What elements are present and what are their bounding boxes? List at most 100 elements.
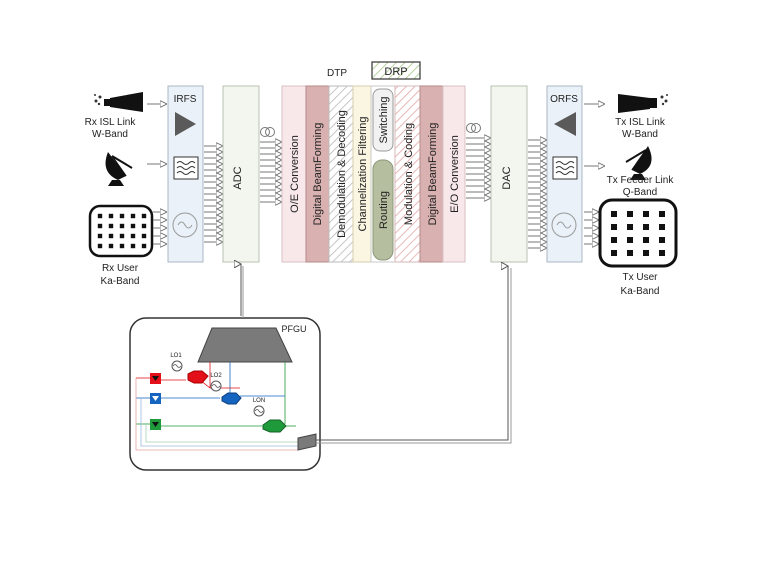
array-element-icon (141, 213, 147, 219)
array-element-icon (97, 223, 103, 229)
lon-label: LON (253, 398, 265, 404)
irfs-filter-icon (173, 156, 199, 180)
pfgu-combiner-icon (197, 327, 293, 363)
array-element-icon (119, 233, 125, 239)
drp-box (371, 61, 421, 80)
tx-output-arrows (584, 104, 604, 244)
eo-conversion-label: E/O Conversion (449, 135, 461, 213)
modulation-coding-label: Modulation & Coding (403, 123, 415, 225)
rx-input-arrows (147, 104, 166, 244)
digital-beamforming-tx-label: Digital BeamForming (427, 123, 439, 226)
array-element-icon (659, 211, 665, 217)
array-element-icon (627, 250, 633, 256)
tx-user-band-label: Ka-Band (621, 286, 660, 297)
adc-label: ADC (232, 166, 244, 189)
irfs-oscillator-icon (172, 212, 198, 238)
rx-user-band-label: Ka-Band (101, 276, 140, 287)
dac-block (490, 85, 528, 263)
lo2-label: LO2 (210, 373, 222, 379)
array-element-icon (611, 250, 617, 256)
demodulation-decoding-block (328, 85, 354, 263)
demodulation-decoding-label: Demodulation & Decoding (336, 110, 348, 238)
array-element-icon (659, 250, 665, 256)
tx-isl-link-label: Tx ISL Link (615, 117, 666, 128)
tx-user-label: Tx User (623, 272, 659, 283)
oe-conversion-label: O/E Conversion (289, 135, 301, 213)
lo1-mixer-icon (187, 370, 209, 384)
orfs-filter-icon (552, 156, 578, 180)
routing-block (372, 159, 394, 261)
rx-isl-terminal-icon (94, 92, 143, 112)
array-element-icon (659, 224, 665, 230)
array-element-icon (141, 243, 147, 249)
rx-user-label: Rx User (102, 263, 139, 274)
channelization-filtering-label: Channelization Filtering (357, 117, 369, 232)
array-element-icon (97, 243, 103, 249)
array-element-icon (119, 213, 125, 219)
dac-to-orfs-arrows (528, 140, 546, 248)
array-element-icon (108, 223, 114, 229)
array-element-icon (130, 243, 136, 249)
pfgu-output-port-icon (297, 433, 317, 451)
orfs-oscillator-icon (551, 212, 577, 238)
pfgu-to-dac-clock-line-outline (316, 268, 512, 444)
rx-isl-link-label: Rx ISL Link (85, 117, 137, 128)
array-element-icon (611, 224, 617, 230)
array-element-icon (627, 211, 633, 217)
rx-isl-band-label: W-Band (92, 129, 128, 140)
array-element-icon (643, 250, 649, 256)
orfs-amplifier-icon (554, 112, 576, 136)
digital-beamforming-rx-label: Digital BeamForming (312, 123, 324, 226)
array-element-icon (97, 213, 103, 219)
lo2-mixer-icon (221, 392, 242, 405)
rx-user-array-icon (88, 204, 154, 258)
optical-coil-rx-icon (260, 127, 275, 137)
drp-label: DRP (384, 66, 407, 78)
array-element-icon (611, 211, 617, 217)
lon-mixer-icon (262, 419, 287, 433)
array-element-icon (141, 223, 147, 229)
tx-feeder-link-label: Tx Feeder Link (607, 175, 675, 186)
array-element-icon (119, 223, 125, 229)
array-element-icon (108, 233, 114, 239)
adc-to-dtp-arrows (260, 142, 281, 202)
tx-isl-terminal-icon (618, 94, 668, 113)
routing-label: Routing (378, 191, 390, 229)
pfgu-label: PFGU (281, 324, 306, 334)
irfs-label: IRFS (174, 94, 197, 105)
array-element-icon (643, 224, 649, 230)
optical-coil-tx-icon (466, 123, 481, 133)
array-element-icon (627, 224, 633, 230)
array-element-icon (97, 233, 103, 239)
array-element-icon (643, 237, 649, 243)
eo-conversion-block (442, 85, 466, 263)
array-element-icon (611, 237, 617, 243)
dtp-label: DTP (327, 68, 347, 79)
lo1-label: LO1 (170, 353, 182, 359)
array-element-icon (643, 211, 649, 217)
dac-label: DAC (501, 166, 513, 189)
array-element-icon (108, 213, 114, 219)
rx-dish-antenna-icon (105, 152, 133, 186)
tx-feeder-band-label: Q-Band (623, 187, 657, 198)
tx-isl-band-label: W-Band (622, 129, 658, 140)
switching-label: Switching (378, 96, 390, 143)
array-element-icon (119, 243, 125, 249)
array-element-icon (108, 243, 114, 249)
pfgu-to-dac-clock-line (316, 266, 508, 441)
array-element-icon (130, 223, 136, 229)
pfgu-wiring (135, 362, 299, 451)
array-element-icon (141, 233, 147, 239)
array-element-icon (627, 237, 633, 243)
switching-block (372, 88, 394, 152)
array-element-icon (659, 237, 665, 243)
irfs-amplifier-icon (175, 112, 196, 136)
array-element-icon (130, 213, 136, 219)
irfs-to-adc-arrows (204, 146, 222, 242)
array-element-icon (130, 233, 136, 239)
tx-dish-antenna-icon (625, 146, 652, 180)
dtp-to-dac-arrows (466, 138, 490, 198)
tx-user-array-icon (598, 198, 678, 268)
oe-conversion-block (281, 85, 307, 263)
